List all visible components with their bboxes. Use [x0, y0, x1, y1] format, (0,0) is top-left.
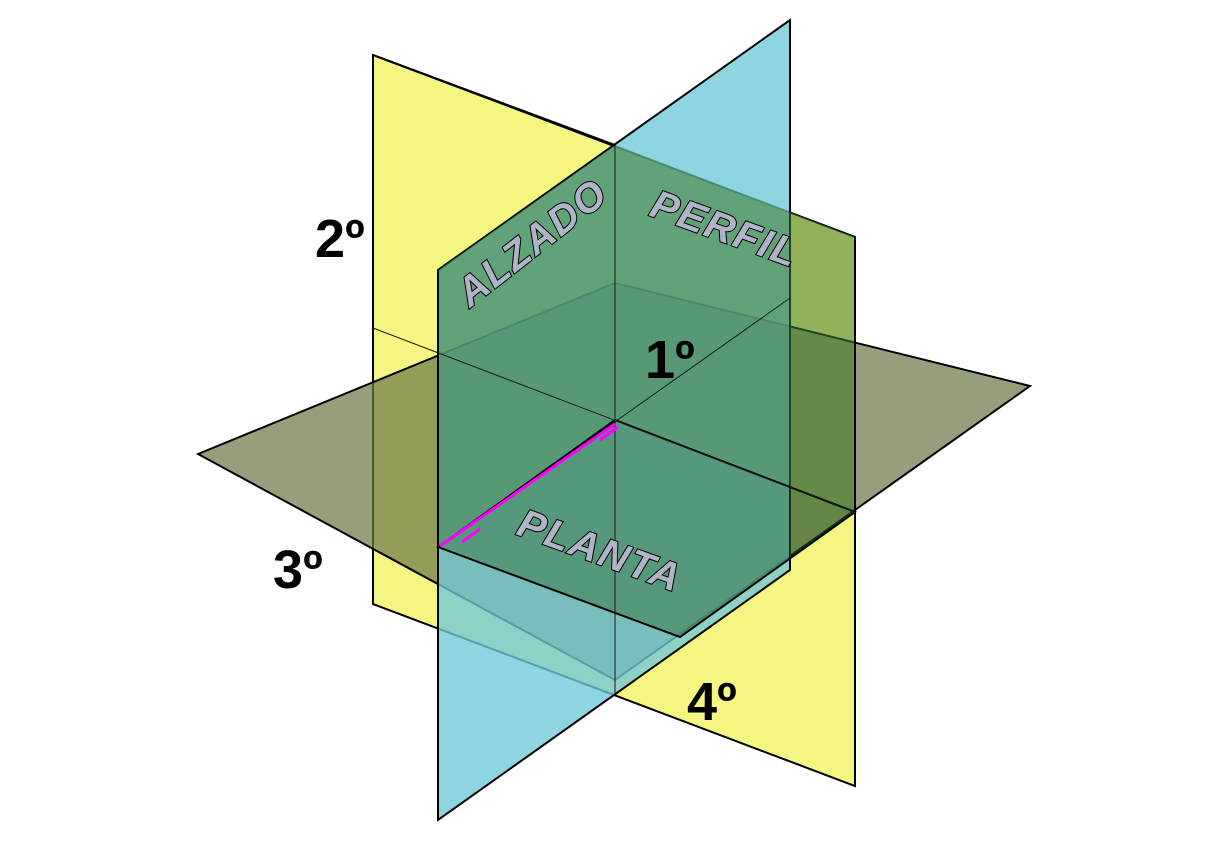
- frontal-plane-top-edge-accent: [372, 54, 616, 146]
- dihedral-2-label: 2º: [315, 209, 365, 269]
- dihedral-3-label: 3º: [273, 540, 323, 600]
- dihedral-1-label: 1º: [645, 330, 695, 390]
- dihedral-4-label: 4º: [687, 672, 737, 732]
- horizontal-intersection-line-frontal: [372, 327, 856, 513]
- measure-marker: [439, 422, 619, 548]
- first-dihedral-back-face: [438, 145, 855, 547]
